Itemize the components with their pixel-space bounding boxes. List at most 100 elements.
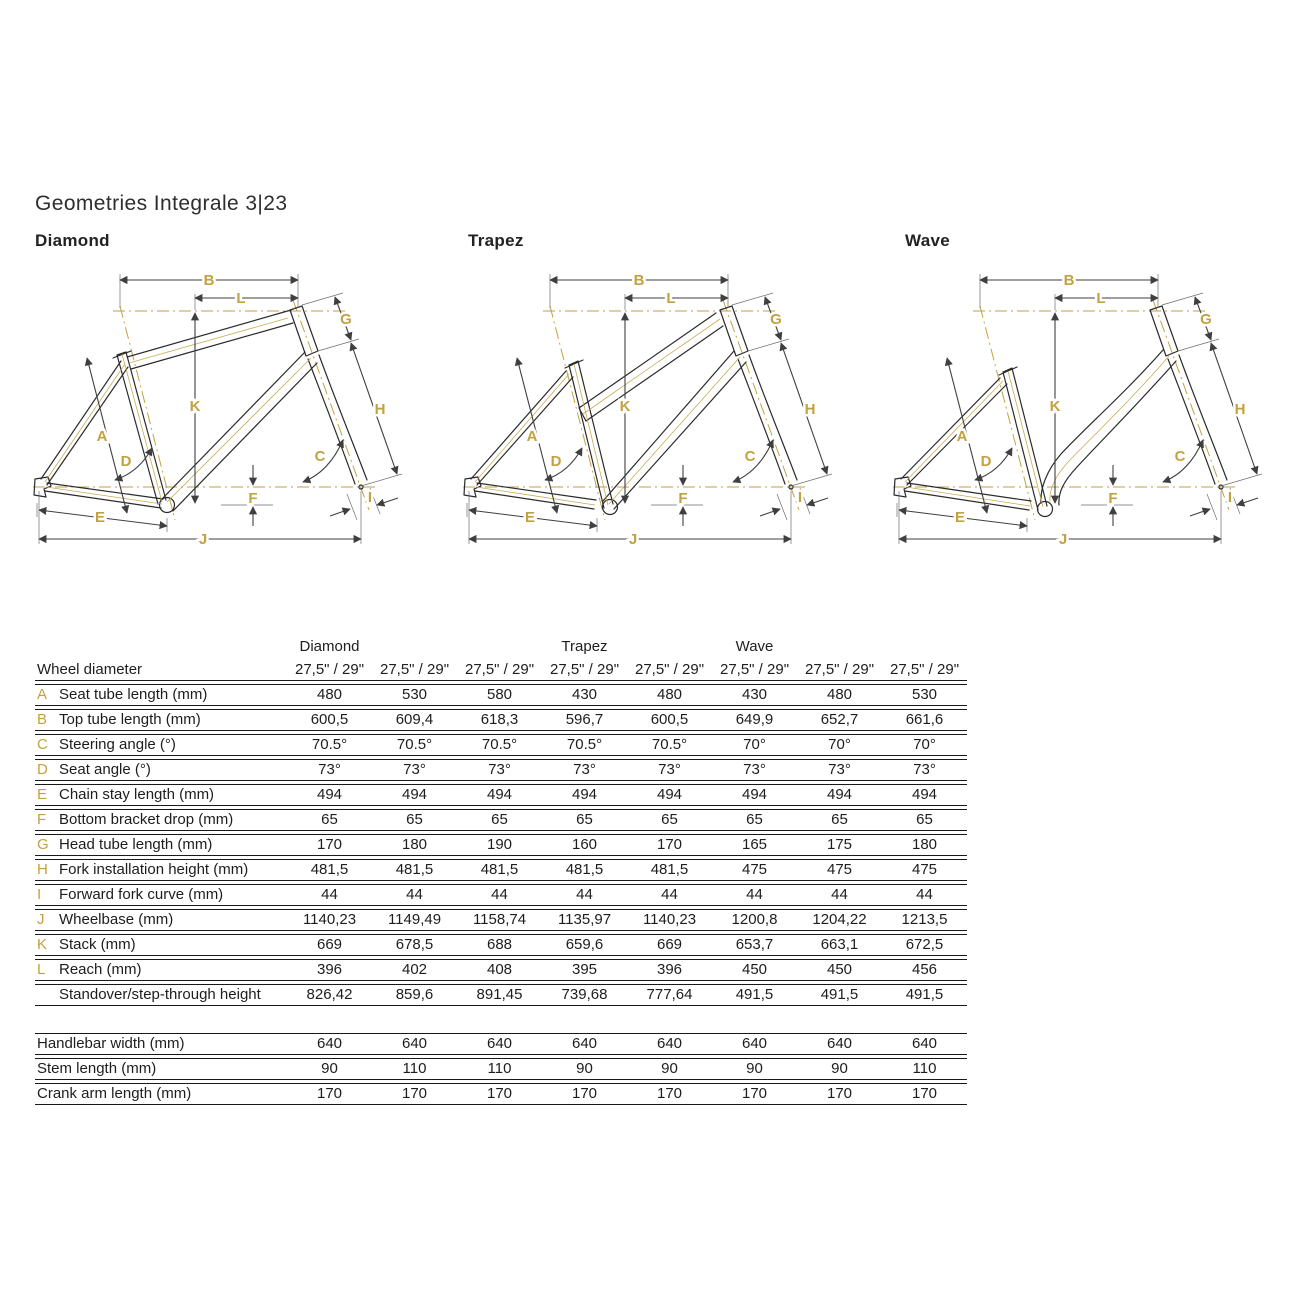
value-cell: 1158,74 — [457, 909, 542, 931]
dim-letter-b: B — [634, 272, 645, 289]
value-cell: 170 — [287, 1083, 373, 1105]
value-cell: 859,6 — [372, 984, 457, 1006]
value-cell: 1135,97 — [542, 909, 627, 931]
value-cell: 90 — [797, 1058, 883, 1080]
dim-letter-h: H — [805, 401, 816, 418]
dim-letter-h: H — [1235, 401, 1246, 418]
row-label: Wheelbase (mm) — [57, 909, 287, 931]
frame-outline — [463, 305, 798, 516]
value-cell: 530 — [882, 684, 967, 706]
value-cell: 475 — [712, 859, 797, 881]
value-cell: 777,64 — [627, 984, 712, 1006]
dim-letter-j: J — [199, 531, 207, 548]
value-cell: 640 — [627, 1033, 713, 1055]
dim-letter-l: L — [666, 290, 675, 307]
value-cell: 70.5° — [457, 734, 542, 756]
dim-letter-d: D — [981, 453, 992, 470]
gold-axes — [463, 299, 807, 521]
dim-letter-a: A — [97, 428, 108, 445]
value-cell: 494 — [372, 784, 457, 806]
table-row: D Seat angle (°) 73°73°73°73°73°73°73°73… — [35, 759, 967, 781]
row-label: Seat tube length (mm) — [57, 684, 287, 706]
value-cell: 669 — [627, 934, 712, 956]
value-cell: 640 — [287, 1033, 373, 1055]
value-cell: 73° — [457, 759, 542, 781]
row-label: Top tube length (mm) — [57, 709, 287, 731]
dimension-letter-cell: J — [35, 909, 57, 931]
dimension-letters: B L G H K A D C F I E J — [522, 270, 817, 551]
value-cell: 669 — [287, 934, 372, 956]
dim-letter-i: I — [368, 489, 372, 506]
value-cell: 481,5 — [287, 859, 372, 881]
dimension-letter-cell: I — [35, 884, 57, 906]
dim-letter-d: D — [121, 453, 132, 470]
dim-letter-k: K — [1050, 398, 1061, 415]
row-label: Fork installation height (mm) — [57, 859, 287, 881]
value-cell: 653,7 — [712, 934, 797, 956]
value-cell: 44 — [372, 884, 457, 906]
value-cell: 175 — [797, 834, 882, 856]
value-cell: 688 — [457, 934, 542, 956]
value-cell: 491,5 — [882, 984, 967, 1006]
dimension-letter-cell: B — [35, 709, 57, 731]
value-cell: 110 — [457, 1058, 543, 1080]
dim-letter-k: K — [620, 398, 631, 415]
value-cell: 600,5 — [627, 709, 712, 731]
value-cell: 739,68 — [542, 984, 627, 1006]
value-cell: 1140,23 — [287, 909, 372, 931]
value-cell: 65 — [797, 809, 882, 831]
wave-frame-diagram: B L G H K A D C F I E J — [893, 270, 1263, 551]
dimension-letters: B L G H K A D C F I E J — [92, 270, 387, 551]
row-label: Head tube length (mm) — [57, 834, 287, 856]
row-label: Seat angle (°) — [57, 759, 287, 781]
value-cell: 491,5 — [797, 984, 882, 1006]
value-cell: 481,5 — [542, 859, 627, 881]
dim-letter-a: A — [957, 428, 968, 445]
value-cell: 600,5 — [287, 709, 372, 731]
heading-trapez: Trapez — [468, 231, 524, 250]
value-cell: 110 — [882, 1058, 968, 1080]
value-cell: 672,5 — [882, 934, 967, 956]
dim-letter-k: K — [190, 398, 201, 415]
value-cell: 44 — [882, 884, 967, 906]
table-row: H Fork installation height (mm) 481,5 481… — [35, 859, 967, 881]
dimension-letter-cell: H — [35, 859, 57, 881]
dim-letter-a: A — [527, 428, 538, 445]
group-header-spacer — [35, 637, 287, 657]
row-label: Crank arm length (mm) — [35, 1083, 288, 1105]
value-cell: 494 — [797, 784, 882, 806]
dim-letter-f: F — [1108, 490, 1117, 507]
value-cell: 65 — [542, 809, 627, 831]
value-cell: 65 — [882, 809, 967, 831]
dim-letter-e: E — [525, 509, 535, 526]
value-cell: 475 — [797, 859, 882, 881]
dim-letter-g: G — [340, 311, 352, 328]
wheel-size-header: 27,5" / 29" — [627, 660, 712, 681]
dim-letter-i: I — [1228, 489, 1232, 506]
value-cell: 170 — [457, 1083, 543, 1105]
row-label: Bottom bracket drop (mm) — [57, 809, 287, 831]
value-cell: 165 — [712, 834, 797, 856]
value-cell: 1213,5 — [882, 909, 967, 931]
dim-letter-j: J — [1059, 531, 1067, 548]
value-cell: 395 — [542, 959, 627, 981]
heading-diamond: Diamond — [35, 231, 110, 250]
value-cell: 430 — [712, 684, 797, 706]
value-cell: 1200,8 — [712, 909, 797, 931]
geometry-main-table: Diamond Trapez Wave Wheel diameter 27,5"… — [35, 634, 967, 1009]
dim-letter-b: B — [204, 272, 215, 289]
value-cell: 44 — [627, 884, 712, 906]
value-cell: 652,7 — [797, 709, 882, 731]
value-cell: 891,45 — [457, 984, 542, 1006]
value-cell: 170 — [797, 1083, 883, 1105]
group-header-wave: Wave — [735, 638, 774, 655]
wheel-size-header: 27,5" / 29" — [797, 660, 882, 681]
